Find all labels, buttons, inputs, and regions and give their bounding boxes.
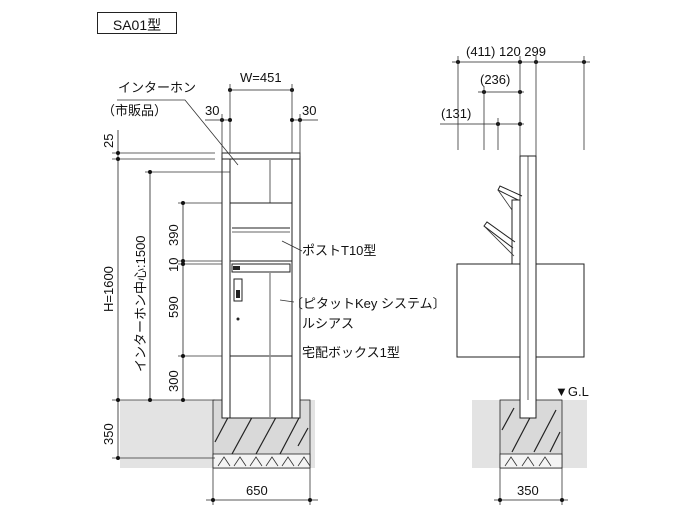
front-gravel-marks [217, 456, 311, 467]
side-gravel-marks [504, 456, 552, 467]
ground-level-label: ▼G.L [555, 384, 589, 399]
side-extension-lines [457, 56, 585, 156]
front-lower-frame [229, 355, 293, 419]
side-delivery-box [456, 263, 521, 358]
dim-intercom-center: インターホン中心:1500 [133, 235, 148, 372]
front-width-label: W=451 [240, 70, 282, 85]
front-view: W=451 30 30 インターホン （市販品） ポストT10型 〔ピタットKe… [101, 70, 446, 505]
model-label-box: SA01型 [97, 12, 177, 34]
post-label: ポストT10型 [302, 243, 376, 258]
delivery-box-tag [233, 266, 240, 270]
model-label: SA01型 [112, 17, 162, 33]
side-view: ▼G.L (411) 120 299 (236) (131) 350 [440, 44, 590, 505]
side-dim-top-row: (411) 120 299 [466, 44, 546, 59]
side-dim-131: (131) [441, 106, 471, 121]
delivery-box-lock-key [236, 290, 240, 298]
side-post-flap [483, 221, 516, 249]
front-post-right [291, 155, 301, 419]
front-offset-right: 30 [302, 103, 316, 118]
system-label-3: 宅配ボックス1型 [302, 345, 400, 360]
intercom-label: インターホン [118, 80, 196, 95]
dim-10: 10 [166, 258, 181, 272]
intercom-sublabel: （市販品） [102, 103, 167, 118]
side-base-width: 350 [517, 483, 539, 498]
dim-590: 590 [166, 296, 181, 318]
side-post-top-flap [497, 185, 523, 201]
delivery-box-dot [236, 317, 240, 321]
front-reference-lines [112, 152, 230, 459]
dim-350: 350 [101, 423, 116, 445]
system-label-2: ルシアス [302, 316, 354, 331]
side-dim-236: (236) [480, 72, 510, 87]
front-base-width: 650 [246, 483, 268, 498]
front-top-cap [221, 152, 301, 160]
delivery-box [229, 260, 293, 357]
system-label: 〔ピタットKey システム〕 [290, 296, 446, 311]
delivery-box-top-strip [231, 263, 291, 273]
dim-height: H=1600 [101, 266, 116, 312]
front-offset-left: 30 [205, 103, 219, 118]
front-post-left [221, 155, 231, 419]
dim-top-25: 25 [101, 134, 116, 148]
side-mail-post [511, 199, 521, 265]
front-gravel-base [212, 453, 311, 469]
dim-390: 390 [166, 224, 181, 246]
dim-300: 300 [166, 370, 181, 392]
front-upper-panel [229, 158, 293, 204]
side-back-box [535, 263, 585, 358]
